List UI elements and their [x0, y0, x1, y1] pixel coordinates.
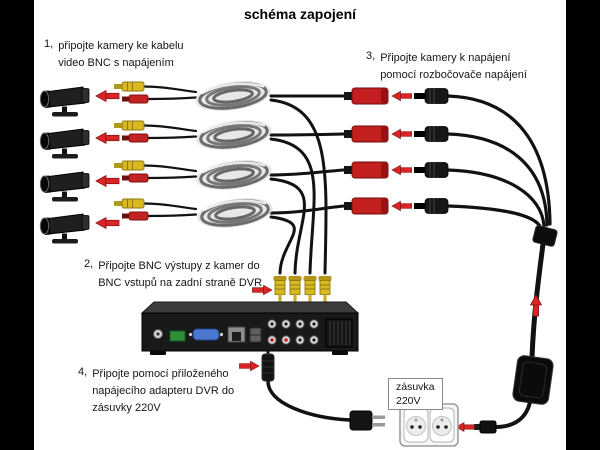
power-female-1	[343, 87, 389, 105]
splitter-trunk-cable	[529, 241, 546, 360]
arrow-left-camera-2-icon	[95, 132, 120, 144]
arrow-left-power-3-icon	[391, 164, 412, 176]
step-3-line-2: pomocí rozbočovače napájení	[380, 68, 527, 81]
video-cables-to-dvr	[269, 98, 328, 275]
dvr-ethernet-port	[227, 326, 246, 343]
dvr-power-connector	[261, 350, 275, 382]
step-1-line-1: připojte kamery ke kabelu	[58, 40, 184, 52]
dvr-power-cord	[266, 379, 352, 422]
arrow-left-power-4-icon	[391, 200, 412, 212]
camera-3	[39, 171, 90, 202]
dvr-vent-grille	[325, 318, 353, 348]
step-3-line-1: Připojte kamery k napájení	[380, 52, 511, 64]
power-splitter-cables	[446, 94, 552, 230]
step-4-number: 4,	[78, 366, 88, 378]
power-pigtail-4	[121, 211, 149, 221]
arrow-left-camera-1-icon	[95, 90, 120, 102]
dvr	[140, 301, 360, 355]
bnc-to-dvr-4	[318, 275, 332, 304]
step-3-note: 3, Připojte kamery k napájení pomocí roz…	[366, 50, 527, 83]
cable-coil-4	[193, 192, 277, 234]
dvr-vga-port	[188, 328, 224, 341]
step-4-note: 4, Připojte pomocí přiloženého napájecíh…	[78, 366, 234, 417]
camera-power-adapter	[512, 355, 554, 405]
arrow-left-camera-4-icon	[95, 217, 120, 229]
adapter-plug	[474, 420, 497, 434]
diagram-title: schéma zapojení	[243, 6, 357, 22]
dvr-power-plug	[349, 410, 385, 431]
power-pigtail-1	[121, 94, 149, 104]
step-2-line-1: Připojte BNC výstupy z kamer do	[98, 260, 260, 272]
power-pigtail-2	[121, 133, 149, 143]
dc-plug-4	[413, 197, 449, 215]
power-extension-cables	[269, 94, 346, 215]
step-4-line-3: zásuvky 220V	[92, 402, 161, 415]
step-1-line-2: video BNC s napájením	[58, 56, 174, 69]
power-female-3	[343, 161, 389, 179]
outlet-label-line-1: zásuvka	[396, 381, 435, 393]
dc-plug-1	[413, 87, 449, 105]
camera-pigtail-cables	[142, 85, 198, 218]
bnc-pigtail-4	[113, 198, 145, 209]
dc-plug-3	[413, 161, 449, 179]
cable-coil-2	[192, 114, 276, 156]
camera-2	[39, 128, 90, 159]
bnc-pigtail-3	[113, 160, 145, 171]
step-2-number: 2,	[84, 258, 94, 270]
arrow-left-power-1-icon	[391, 90, 412, 102]
arrow-left-camera-3-icon	[95, 175, 120, 187]
bnc-to-dvr-1	[273, 275, 287, 304]
dc-plug-2	[413, 125, 449, 143]
outlet-label: zásuvka 220V	[388, 378, 443, 411]
power-pigtail-3	[121, 173, 149, 183]
arrow-left-power-2-icon	[391, 128, 412, 140]
step-1-number: 1,	[44, 38, 54, 50]
dvr-usb-port	[249, 327, 262, 343]
arrow-up-splitter-icon	[530, 294, 542, 317]
bnc-pigtail-2	[113, 120, 145, 131]
dvr-terminal-block	[169, 330, 186, 342]
bnc-to-dvr-3	[303, 275, 317, 304]
letterbox-left	[0, 0, 34, 450]
step-2-line-2: BNC vstupů na zadní straně DVR	[98, 276, 263, 289]
camera-4	[39, 213, 90, 244]
bnc-pigtail-1	[113, 81, 145, 92]
cable-coil-3	[192, 154, 276, 196]
cable-coil-1	[191, 75, 275, 117]
power-female-4	[343, 197, 389, 215]
step-4-line-2: napájecího adapteru DVR do	[92, 385, 235, 398]
wall-outlet	[399, 403, 459, 447]
arrow-right-dvr-power-icon	[239, 360, 260, 372]
step-2-note: 2, Připojte BNC výstupy z kamer do BNC v…	[84, 258, 262, 291]
step-1-note: 1, připojte kamery ke kabelu video BNC s…	[44, 38, 184, 71]
camera-1	[39, 86, 90, 117]
step-4-line-1: Připojte pomocí přiloženého	[92, 368, 229, 380]
arrow-left-outlet-icon	[455, 422, 475, 432]
power-female-2	[343, 125, 389, 143]
outlet-label-line-2: 220V	[396, 395, 421, 408]
letterbox-right	[566, 0, 600, 450]
dvr-bnc-inputs	[267, 319, 319, 345]
step-3-number: 3,	[366, 50, 376, 62]
adapter-cord	[494, 400, 532, 429]
bnc-to-dvr-2	[288, 275, 302, 304]
